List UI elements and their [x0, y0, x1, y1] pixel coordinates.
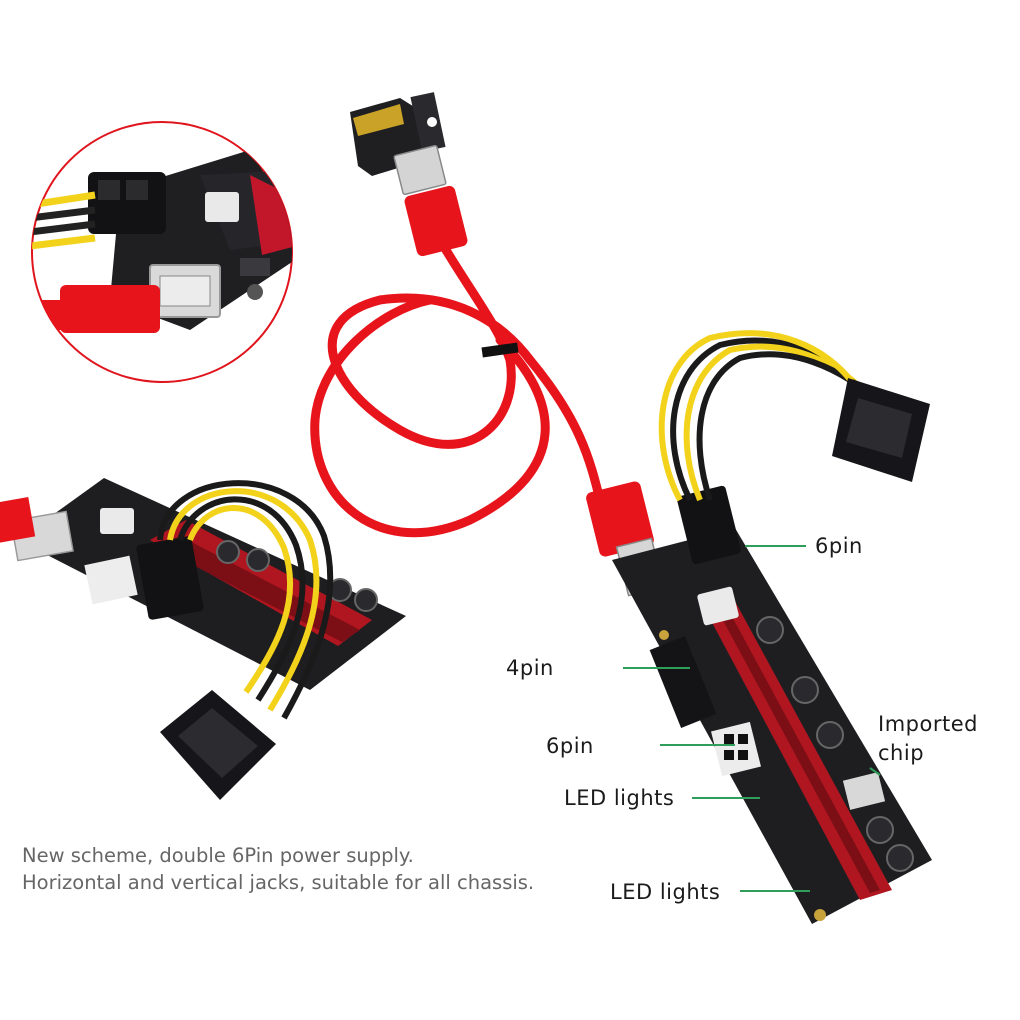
caption-line-1: New scheme, double 6Pin power supply.: [22, 844, 414, 867]
vertical-riser-board: [612, 485, 932, 924]
leader-lines: [623, 545, 881, 892]
label-imported-chip-line2: chip: [878, 741, 925, 765]
usb-cable: [310, 185, 665, 597]
pcie-x1-adapter-card: [350, 92, 447, 196]
sata-power-cable: [658, 330, 930, 502]
label-4pin: 4pin: [506, 656, 554, 680]
label-6pin-top: 6pin: [815, 534, 863, 558]
horizontal-riser-board: [0, 478, 406, 800]
zoom-detail-circle: [31, 121, 293, 383]
label-imported-chip-line1: Imported: [878, 712, 978, 736]
label-6pin-mid: 6pin: [546, 734, 594, 758]
label-led-lights-1: LED lights: [564, 786, 675, 810]
label-led-lights-2: LED lights: [610, 880, 721, 904]
caption-line-2: Horizontal and vertical jacks, suitable …: [22, 871, 535, 894]
caption: New scheme, double 6Pin power supply. Ho…: [22, 842, 534, 896]
